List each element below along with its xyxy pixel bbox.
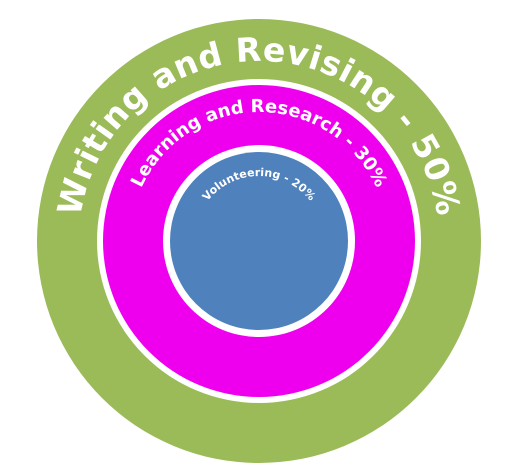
inner-circle (170, 152, 348, 330)
